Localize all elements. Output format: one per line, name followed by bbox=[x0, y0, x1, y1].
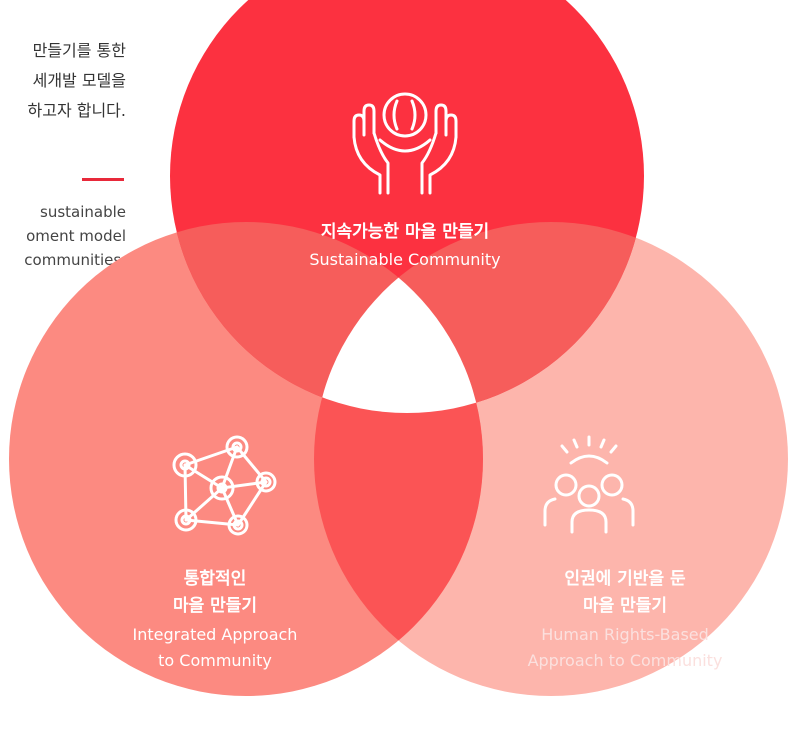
accent-divider bbox=[82, 178, 124, 181]
label-sustainable: 지속가능한 마을 만들기 Sustainable Community bbox=[255, 219, 555, 271]
network-nodes-icon bbox=[172, 435, 277, 536]
label-human-rights: 인권에 기반을 둔 마을 만들기 Human Rights-Based Appr… bbox=[475, 566, 775, 672]
label-integrated-title-1: 통합적인 bbox=[183, 569, 247, 589]
label-integrated: 통합적인 마을 만들기 Integrated Approach to Commu… bbox=[65, 566, 365, 672]
people-group-icon bbox=[543, 435, 635, 534]
label-integrated-subtitle-1: Integrated Approach bbox=[132, 625, 298, 644]
label-integrated-subtitle-2: to Community bbox=[158, 651, 272, 670]
label-human-rights-title-2: 마을 만들기 bbox=[582, 596, 668, 616]
intro-ko-line-3: 하고자 합니다. bbox=[27, 101, 127, 120]
intro-ko-line-2: 세개발 모델을 bbox=[32, 71, 126, 90]
label-human-rights-subtitle-1: Human Rights-Based bbox=[541, 625, 709, 644]
intro-en-line-1: sustainable bbox=[40, 203, 126, 221]
label-human-rights-subtitle-2: Approach to Community bbox=[527, 651, 723, 670]
intro-en-line-2: oment model bbox=[26, 227, 126, 245]
intro-korean-text: 만들기를 통한 세개발 모델을 하고자 합니다. bbox=[28, 36, 127, 126]
label-sustainable-subtitle: Sustainable Community bbox=[309, 250, 501, 269]
intro-en-line-3: communities. bbox=[24, 251, 126, 269]
label-human-rights-title-1: 인권에 기반을 둔 bbox=[564, 569, 686, 589]
intro-english-text: sustainable oment model communities. bbox=[24, 200, 126, 272]
hands-holding-globe-icon bbox=[352, 92, 458, 195]
intro-ko-line-1: 만들기를 통한 bbox=[32, 41, 126, 60]
label-integrated-title-2: 마을 만들기 bbox=[172, 596, 258, 616]
label-sustainable-title: 지속가능한 마을 만들기 bbox=[320, 222, 490, 242]
